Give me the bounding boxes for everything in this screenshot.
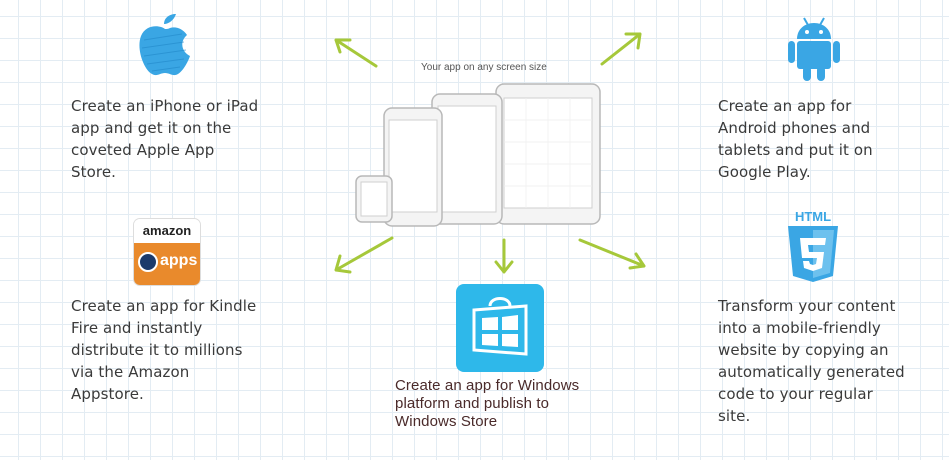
- amazon-apps-logo: amazon apps: [134, 219, 200, 285]
- arrow-to-windows-icon: [494, 238, 514, 274]
- android-logo-icon: [788, 17, 840, 81]
- android-line: Google Play.: [718, 163, 811, 181]
- html5-line: into a mobile-friendly: [718, 319, 881, 337]
- amazon-line: Fire and instantly: [71, 319, 203, 337]
- amazon-apps-label: apps: [160, 252, 198, 269]
- amazon-line: distribute it to millions: [71, 341, 243, 359]
- apple-line: Store.: [71, 163, 117, 181]
- amazon-line: Create an app for Kindle: [71, 297, 257, 315]
- amazon-description: Create an app for Kindle Fire and instan…: [71, 295, 256, 405]
- amazon-touch-icon: [138, 252, 158, 272]
- android-description: Create an app for Android phones and tab…: [718, 95, 873, 183]
- apple-line: app and get it on the: [71, 119, 232, 137]
- html5-line: site.: [718, 407, 751, 425]
- apple-line: coveted Apple App: [71, 141, 215, 159]
- arrow-to-apple-icon: [334, 38, 378, 68]
- apple-line: Create an iPhone or iPad: [71, 97, 259, 115]
- html5-line: Transform your content: [718, 297, 896, 315]
- html5-line: code to your regular: [718, 385, 873, 403]
- android-line: tablets and put it on: [718, 141, 873, 159]
- windows-store-logo: [456, 284, 544, 372]
- apple-description: Create an iPhone or iPad app and get it …: [71, 95, 258, 183]
- html5-wordmark: HTML: [794, 209, 832, 224]
- devices-illustration: [355, 83, 601, 227]
- arrow-to-android-icon: [600, 32, 642, 66]
- android-line: Create an app for: [718, 97, 852, 115]
- html5-line: website by copying an: [718, 341, 889, 359]
- amazon-line: Appstore.: [71, 385, 144, 403]
- amazon-wordmark: amazon: [134, 219, 200, 243]
- android-line: Android phones and: [718, 119, 871, 137]
- apple-logo-icon: [139, 14, 190, 76]
- windows-line: Windows Store: [395, 413, 498, 430]
- html5-description: Transform your content into a mobile-fri…: [718, 295, 905, 427]
- arrow-to-amazon-icon: [334, 236, 394, 274]
- windows-line: Create an app for Windows: [395, 377, 580, 394]
- amazon-line: via the Amazon: [71, 363, 190, 381]
- html5-logo: HTML: [784, 210, 842, 286]
- windows-line: platform and publish to: [395, 395, 550, 412]
- center-caption: Your app on any screen size: [421, 62, 547, 73]
- arrow-to-html5-icon: [578, 238, 646, 270]
- windows-store-bag-icon: [472, 297, 528, 356]
- windows-description: Create an app for Windows platform and p…: [395, 377, 579, 431]
- html5-line: automatically generated: [718, 363, 905, 381]
- html5-shield-icon: [788, 226, 838, 282]
